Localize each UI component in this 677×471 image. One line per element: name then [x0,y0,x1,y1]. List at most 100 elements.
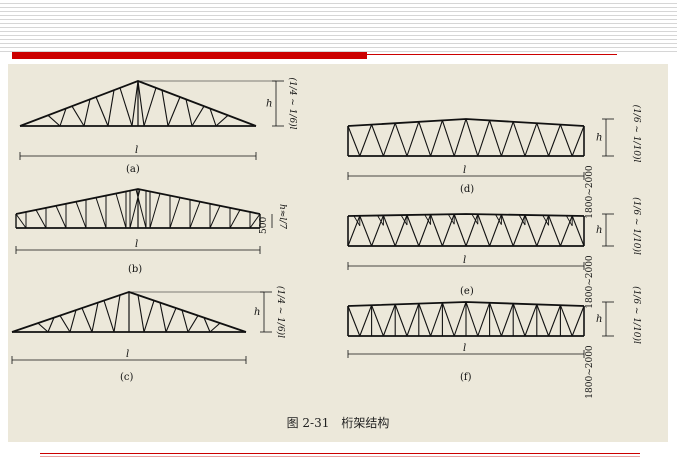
truss-tag: (f) [460,372,472,383]
truss-figure: l(a)h(1/4 ~ 1/6)l l (b) 500 h≈l/7 l (c) h (1/4 ~… [8,64,668,442]
diagonal-member [571,125,585,157]
sub-diagonal [424,214,431,225]
web-member [215,114,229,127]
footer-line-light [40,456,640,457]
diagonal-member [453,118,467,157]
diagonal-member [512,214,526,247]
diagonal-member [430,120,443,157]
sub-diagonal [565,215,573,227]
diagonal-member [453,214,467,247]
diagonal-member [441,302,455,337]
diagonal-member [371,305,384,337]
web-member [83,99,91,127]
web-member [209,108,217,127]
diagonal-member [15,213,27,229]
web-member [203,317,211,333]
span-label: l [463,165,466,176]
truss-tag: (a) [126,164,140,175]
diagonal-member [477,120,491,157]
web-member [71,105,85,127]
diagonal-member [75,201,87,229]
span-label: l [126,349,129,360]
support-height-label: 500 [259,217,269,234]
height-label: h [596,314,602,325]
diagonal-member [249,213,261,229]
diagonal-member [382,304,396,337]
web-member [47,114,61,127]
diagonal-member [465,301,479,337]
end-height-label: 1800~2000 [585,345,595,399]
header-stripes [0,0,677,52]
web-member [47,317,55,333]
web-member [95,96,109,127]
web-member [59,108,67,127]
height-label: h [254,307,260,318]
sub-diagonal [495,214,502,225]
truss-c: l(c)h(1/4 ~ 1/6)l [11,286,286,383]
web-member [167,96,181,127]
diagonal-member [571,215,585,247]
diagonal-member [430,214,443,247]
diagonal-member [359,124,373,157]
diagonal-member [115,193,127,229]
web-member [137,80,145,127]
truss-tag: (b) [128,264,142,275]
diagonal-member [35,209,47,229]
top-chord [347,213,585,217]
diagonal-member [209,205,221,229]
diagonal-member [571,305,585,337]
diagonal-member [189,201,201,229]
web-member [107,90,115,127]
diagonal-member [359,305,373,337]
diagonal-member [418,214,432,247]
diagonal-member [489,120,502,157]
diagonal-member [559,215,573,247]
web-member [159,302,167,333]
diagonal-member [548,305,561,337]
web-member [91,302,99,333]
diagonal-member [418,121,432,157]
diagonal-member [371,215,384,247]
height-label: h [596,225,602,236]
height-ratio-label: (1/4 ~ 1/6)l [287,77,298,129]
diagonal-member [500,303,514,337]
height-ratio-label: (1/6 ~ 1/10)l [631,197,642,255]
truss-a: l(a)h(1/4 ~ 1/6)l [19,77,298,175]
diagonal-member [347,305,361,337]
web-member [131,80,139,127]
diagonal-member [489,214,502,247]
sub-diagonal [542,215,549,226]
diagonal-member [548,215,561,247]
diagonal-member [500,121,514,157]
web-member [191,105,205,127]
sub-diagonal [377,215,384,226]
web-member [181,309,189,333]
diagonal-member [394,304,408,337]
web-member [103,300,115,333]
diagonal-member [477,214,491,247]
web-member [113,294,121,333]
diagonal-member [512,303,526,337]
diagonal-member [465,214,479,247]
diagonal-member [559,124,573,157]
title-accent-line [367,54,617,55]
diagonal-member [441,214,455,247]
diagonal-member [394,123,408,157]
web-member [137,294,145,333]
height-ratio-label: (1/6 ~ 1/10)l [631,286,642,344]
end-height-label: 1800~2000 [585,165,595,219]
diagonal-member [169,197,181,229]
diagonal-member [347,215,361,247]
diagonal-member [524,214,538,247]
diagonal-member [524,304,538,337]
height-ratio-label: h≈l/7 [277,204,287,229]
diagonal-member [465,118,479,157]
truss-tag: (c) [120,372,134,383]
truss-tag: (d) [460,184,474,195]
truss-tag: (e) [460,286,474,297]
diagonal-member [406,214,420,247]
sub-diagonal [471,213,479,225]
